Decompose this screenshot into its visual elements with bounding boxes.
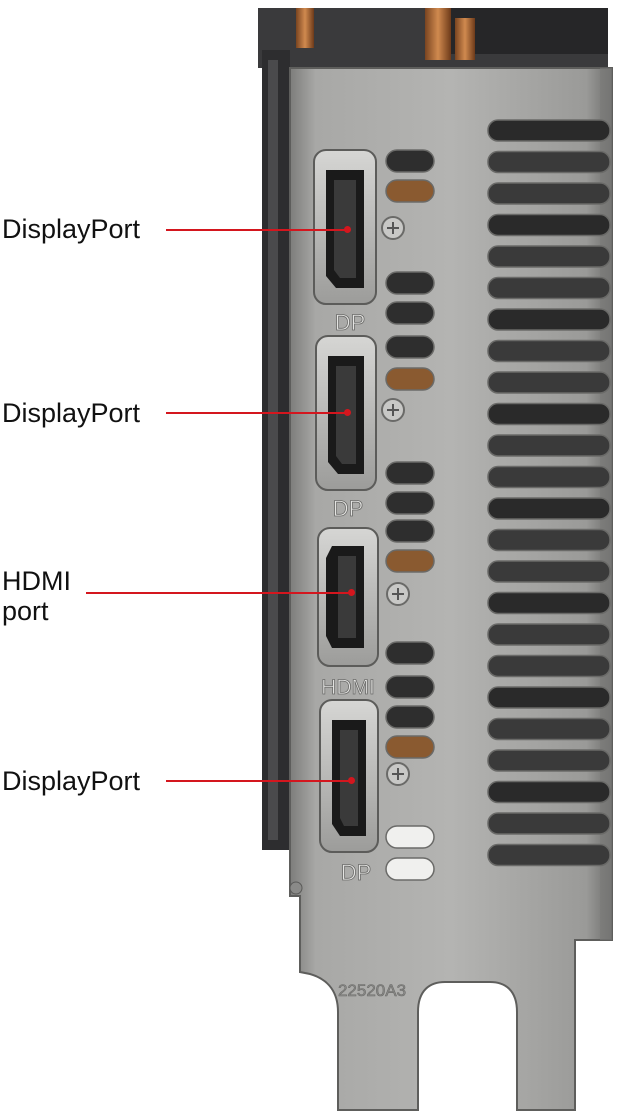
ventilation-grille <box>487 119 611 867</box>
small-vent-hole <box>385 301 435 325</box>
vent-slot <box>487 843 611 867</box>
callout-label-displayport-3: DisplayPort <box>2 766 141 796</box>
vent-slot <box>487 434 611 457</box>
vent-slot <box>487 717 611 741</box>
vent-slot <box>487 308 611 331</box>
leader-line-displayport-1 <box>166 229 348 231</box>
leader-line-displayport-2 <box>166 412 348 414</box>
vent-slot <box>487 623 611 646</box>
vent-slot <box>487 686 611 709</box>
small-vent-hole <box>385 549 435 573</box>
callout-label-hdmi-line-2: port <box>2 596 49 626</box>
vent-slot <box>487 560 611 583</box>
vent-slot <box>487 245 611 268</box>
vent-slot <box>487 402 611 426</box>
vent-slot <box>487 371 611 394</box>
small-vent-hole <box>385 367 435 391</box>
vent-slot <box>487 150 611 174</box>
leader-dot-displayport-1 <box>344 226 351 233</box>
leader-dot-displayport-2 <box>344 409 351 416</box>
vent-slot <box>487 812 611 835</box>
leader-line-displayport-3 <box>166 780 352 782</box>
small-vent-hole <box>385 491 435 515</box>
small-vent-hole <box>385 825 435 849</box>
small-vent-hole <box>385 335 435 359</box>
vent-slot <box>487 119 611 142</box>
vent-slot <box>487 591 611 615</box>
port-markings: DP DP HDMI DP 22520A3 <box>321 310 407 1001</box>
small-vent-hole <box>385 179 435 203</box>
vent-slot <box>487 654 611 678</box>
vent-slot <box>487 182 611 205</box>
callout-label-displayport-1: DisplayPort <box>2 214 141 244</box>
small-vent-hole <box>385 641 435 665</box>
port-mark-dp-3: DP <box>341 860 372 885</box>
small-vent-hole <box>385 705 435 729</box>
small-vent-hole <box>385 675 435 699</box>
vent-slot <box>487 465 611 489</box>
vent-slot <box>487 497 611 520</box>
leader-dot-hdmi <box>348 589 355 596</box>
small-vent-hole <box>385 735 435 759</box>
small-vent-hole <box>385 519 435 543</box>
small-vent-hole <box>385 857 435 881</box>
vent-slot <box>487 749 611 772</box>
vent-slot <box>487 780 611 804</box>
small-vent-holes <box>385 149 435 881</box>
displayport-3 <box>319 699 379 853</box>
leader-line-hdmi <box>86 592 352 594</box>
vent-slot <box>487 276 611 300</box>
small-vent-hole <box>385 461 435 485</box>
port-mark-dp-2: DP <box>333 496 364 521</box>
small-vent-hole <box>385 149 435 173</box>
vent-slot <box>487 213 611 237</box>
leader-dot-displayport-3 <box>348 777 355 784</box>
port-mark-hdmi: HDMI <box>321 676 375 699</box>
mounting-screws <box>381 216 410 786</box>
callout-label-displayport-2: DisplayPort <box>2 398 141 428</box>
port-mark-dp-1: DP <box>335 310 366 335</box>
small-vent-hole <box>385 271 435 295</box>
heatsink-copper-pipes <box>296 8 475 60</box>
callout-label-hdmi-line-1: HDMI <box>2 566 71 596</box>
hdmi-port <box>317 527 379 667</box>
vent-slot <box>487 528 611 552</box>
vent-slot <box>487 339 611 363</box>
bracket-part-number: 22520A3 <box>338 981 406 1000</box>
